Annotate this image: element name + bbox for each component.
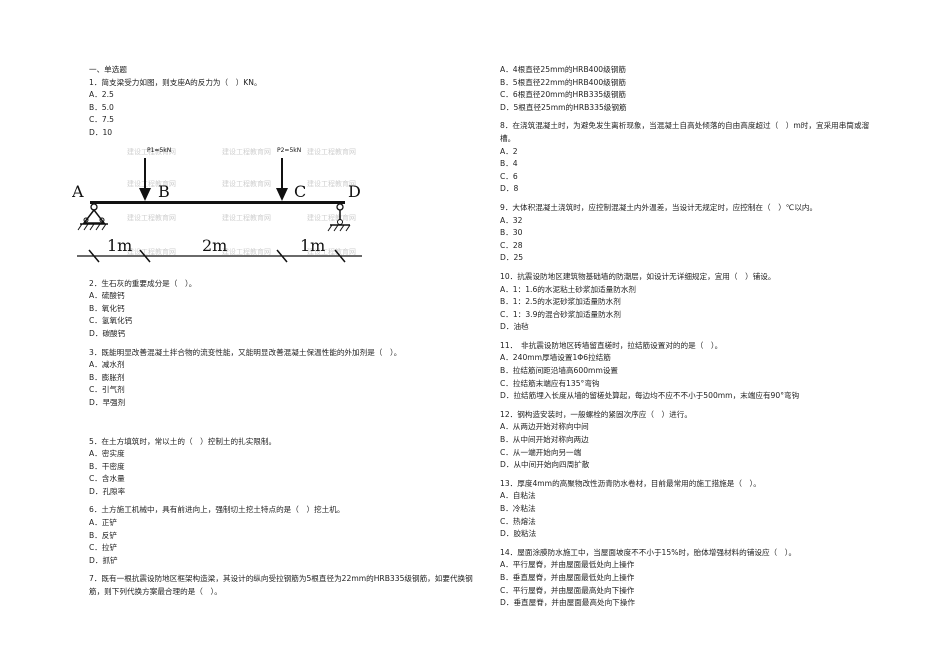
question-8-option-d[interactable]: D．8	[500, 184, 519, 194]
question-7-option-d[interactable]: D．5根直径25mm的HRB335级钢筋	[500, 102, 627, 112]
question-2-option-d[interactable]: D．碳酸钙	[89, 328, 126, 338]
question-5-option-c[interactable]: C．含水量	[89, 474, 125, 484]
watermark-text: 建设工程教育网	[222, 213, 271, 222]
question-11-option-a[interactable]: A．240mm厚墙设置1Φ6拉结筋	[500, 353, 611, 363]
watermark-text: 建设工程教育网	[307, 147, 356, 156]
question-7-stem: 7．既有一根抗震设防地区框架构造梁，其设计的纵向受拉钢筋为5根直径为22mm的H…	[89, 574, 473, 597]
watermark-text: 建设工程教育网	[127, 213, 176, 222]
watermark-text: 建设工程教育网	[222, 179, 271, 188]
question-10-option-d[interactable]: D．油毡	[500, 322, 529, 332]
question-13-option-b[interactable]: B．冷粘法	[500, 504, 536, 513]
dimension-label-1: 1m	[107, 236, 132, 255]
question-5-stem: 5．在土方填筑时，常以土的（ ）控制土的扎实限制。	[89, 436, 277, 446]
question-11-stem: 11． 非抗震设防地区砖墙留直槎时，拉结筋设置对的的是（ ）。	[500, 340, 723, 350]
question-7-option-b[interactable]: B．5根直径22mm的HRB400级钢筋	[500, 77, 626, 87]
question-8-stem: 8．在浇筑混凝土时，为避免发生离析现象，当混凝土自高处倾落的自由高度超过（ ）m…	[500, 121, 870, 143]
question-3-stem: 3．既能明显改善混凝土拌合物的流变性能，又能明显改善混凝土保温性能的外加剂是（ …	[89, 347, 402, 357]
question-2-option-a[interactable]: A．硫酸钙	[89, 291, 125, 301]
question-14-option-a[interactable]: A．平行屋脊，并由屋面最低处向上操作	[500, 560, 635, 570]
question-9-stem: 9．大体积混凝土浇筑时，应控制混凝土内外温差，当设计无规定时，应控制在（ ）℃以…	[500, 202, 818, 212]
watermark-text: 建设工程教育网	[127, 247, 176, 256]
question-14-stem: 14．屋面涂膜防水施工中，当屋面坡度不不小于15%时，胎体增强材料的铺设应（ ）…	[500, 547, 797, 557]
question-12-option-a[interactable]: A．从两边开始对称向中间	[500, 422, 589, 432]
beam-diagram: 建设工程教育网 建设工程教育网 建设工程教育网 建设工程教育网 建设工程教育网 …	[72, 147, 362, 263]
question-12-option-d[interactable]: D．从中间开始向四周扩散	[500, 460, 590, 470]
question-1-option-c[interactable]: C．7.5	[89, 115, 114, 125]
beam	[90, 200, 345, 204]
pin-support-a-triangle	[82, 208, 106, 224]
section-title: 一、单选题	[89, 65, 127, 74]
question-7-option-c[interactable]: C．6根直径20mm的HRB335级钢筋	[500, 90, 627, 100]
dimension-label-3: 1m	[300, 236, 325, 255]
question-8-option-b[interactable]: B．4	[500, 159, 518, 169]
question-6-option-b[interactable]: B．反铲	[89, 530, 117, 540]
question-5-option-b[interactable]: B．干密度	[89, 461, 125, 471]
left-column: 一、单选题 1．简支梁受力如图，则支座A的反力为（ ）KN。 A．2.5 B．5…	[72, 64, 474, 599]
watermark-text: 建设工程教育网	[222, 247, 271, 256]
question-10-option-b[interactable]: B．1：2.5的水泥砂浆加适量防水剂	[500, 297, 621, 307]
question-14-option-b[interactable]: B．垂直屋脊，并由屋面最低处向上操作	[500, 572, 635, 582]
point-a-label: A	[72, 182, 84, 201]
question-14-option-c[interactable]: C．平行屋脊，并由屋面最高处向下操作	[500, 585, 635, 595]
watermark-text: 建设工程教育网	[222, 147, 271, 156]
question-1-option-a[interactable]: A．2.5	[89, 90, 114, 100]
question-10-option-c[interactable]: C．1：3.9的混合砂浆加适量防水剂	[500, 309, 621, 319]
watermark-text: 建设工程教育网	[127, 179, 176, 188]
question-12-stem: 12．钢构造安装时，一般螺栓的紧固次序应（ ）进行。	[500, 409, 692, 419]
question-6-option-d[interactable]: D．抓铲	[89, 555, 118, 565]
question-13-stem: 13．厚度4mm的高聚物改性沥青防水卷材，目前最常用的施工措施是（ ）。	[500, 478, 761, 488]
question-13-option-d[interactable]: D．胶粘法	[500, 529, 537, 539]
question-5-option-d[interactable]: D．孔隙率	[89, 486, 126, 496]
question-3-option-d[interactable]: D．早强剂	[89, 397, 126, 407]
question-13-option-a[interactable]: A．自粘法	[500, 491, 536, 501]
question-8-option-c[interactable]: C．6	[500, 171, 518, 181]
point-d-label: D	[348, 182, 361, 201]
watermark-text: 建设工程教育网	[307, 247, 356, 256]
load-label-1: P1=5kN	[147, 147, 171, 154]
question-10-option-a[interactable]: A．1：1.6的水泥粘土砂浆加适量防水剂	[500, 284, 637, 294]
watermark-text: 建设工程教育网	[307, 179, 356, 188]
question-6-option-c[interactable]: C．拉铲	[89, 543, 118, 553]
question-2-option-c[interactable]: C．氢氧化钙	[89, 316, 133, 326]
question-8-option-a[interactable]: A．2	[500, 146, 518, 156]
question-2-stem: 2．生石灰的重要成分是（ ）。	[89, 278, 197, 288]
question-6-stem: 6．土方施工机械中，具有前进向上，强制切土挖土特点的是（ ）挖土机。	[89, 505, 345, 515]
question-2-option-b[interactable]: B．氧化钙	[89, 303, 125, 313]
question-3-option-a[interactable]: A．减水剂	[89, 360, 125, 370]
watermark-text: 建设工程教育网	[307, 213, 356, 222]
question-11-option-d[interactable]: D．拉结筋埋入长度从墙的留槎处算起，每边均不应不不小于500mm，末端应有90°…	[500, 391, 800, 401]
watermark-text: 建设工程教育网	[127, 147, 176, 156]
beam-figure: 建设工程教育网 建设工程教育网 建设工程教育网 建设工程教育网 建设工程教育网 …	[72, 144, 372, 272]
question-10-stem: 10．抗震设防地区建筑物基础墙的防潮层，如设计无详细规定，宜用（ ）铺设。	[500, 271, 776, 281]
load-arrow-1-head	[139, 187, 151, 201]
question-9-option-d[interactable]: D．25	[500, 253, 524, 263]
question-1-option-d[interactable]: D．10	[89, 127, 113, 137]
question-11-option-b[interactable]: B．拉结筋间距沿墙高600mm设置	[500, 366, 619, 376]
question-12-option-b[interactable]: B．从中间开始对称向两边	[500, 435, 589, 445]
load-arrow-2-head	[276, 187, 288, 201]
point-c-label: C	[294, 182, 306, 201]
question-14-option-d[interactable]: D．垂直屋脊，并由屋面最高处向下操作	[500, 598, 635, 608]
right-column: A．4根直径25mm的HRB400级钢筋 B．5根直径22mm的HRB400级钢…	[500, 64, 880, 610]
question-9-option-c[interactable]: C．28	[500, 240, 523, 250]
question-6-option-a[interactable]: A．正铲	[89, 518, 117, 528]
load-label-2: P2=5kN	[277, 147, 301, 154]
question-12-option-c[interactable]: C．从一端开始向另一端	[500, 447, 582, 457]
question-1-stem: 1．简支梁受力如图，则支座A的反力为（ ）KN。	[89, 77, 262, 87]
question-11-option-c[interactable]: C．拉结筋末端应有135°弯钩	[500, 378, 600, 388]
question-7-option-a[interactable]: A．4根直径25mm的HRB400级钢筋	[500, 65, 626, 74]
question-5-option-a[interactable]: A．密实度	[89, 449, 125, 459]
question-3-option-c[interactable]: C．引气剂	[89, 385, 125, 395]
question-9-option-a[interactable]: A．32	[500, 215, 523, 225]
question-1-option-b[interactable]: B．5.0	[89, 102, 114, 112]
point-b-label: B	[158, 182, 170, 201]
question-9-option-b[interactable]: B．30	[500, 228, 523, 238]
roller-support-d	[336, 202, 344, 211]
question-3-option-b[interactable]: B．膨胀剂	[89, 372, 125, 382]
dimension-label-2: 2m	[202, 236, 227, 255]
question-13-option-c[interactable]: C．热熔法	[500, 516, 536, 526]
